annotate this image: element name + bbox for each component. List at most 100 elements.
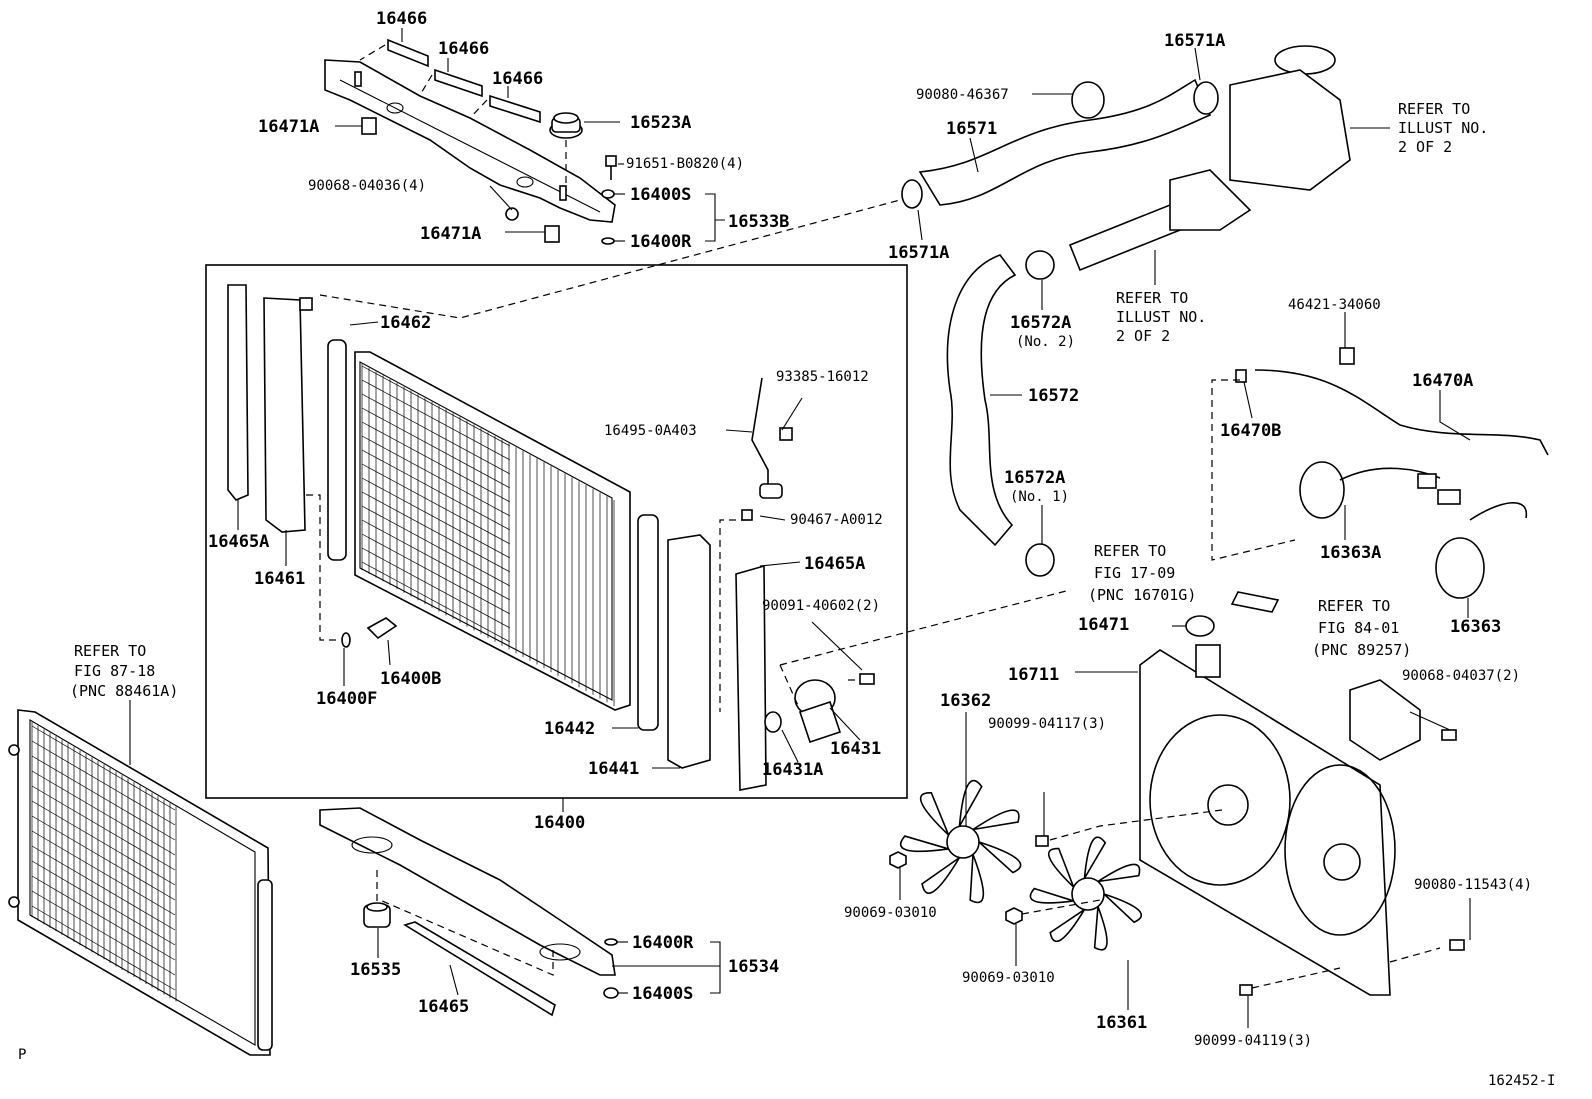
radiator-core (354, 351, 631, 711)
label-90068-04037: 90068-04037(2) (1402, 668, 1520, 684)
label-16470A: 16470A (1412, 371, 1473, 391)
label-16572A-no1: 16572A (1004, 468, 1065, 488)
label-16400R-bot: 16400R (632, 933, 694, 953)
clamp-16571A-left (901, 179, 923, 209)
ref-fig87-2: FIG 87-18 (74, 662, 155, 680)
label-16363A: 16363A (1320, 543, 1381, 563)
gasket-16462 (327, 339, 347, 561)
ref-fig17-2: FIG 17-09 (1094, 564, 1175, 582)
label-sticker (1230, 591, 1280, 613)
ref-fig87-1: REFER TO (74, 642, 146, 660)
label-90069-a: 90069-03010 (844, 905, 937, 921)
bolt-90068-04036 (505, 207, 519, 221)
ref-fig17-1: REFER TO (1094, 542, 1166, 560)
label-16462: 16462 (380, 313, 431, 333)
fan-16361 (1029, 836, 1143, 951)
label-46421: 46421-34060 (1288, 297, 1381, 313)
bracket-16495 (751, 377, 783, 499)
outlet-16431 (794, 679, 842, 744)
label-16572: 16572 (1028, 386, 1079, 406)
label-16534: 16534 (728, 957, 779, 977)
bolt-91651 (605, 155, 617, 180)
label-16572A-no2: 16572A (1010, 313, 1071, 333)
label-16466-3: 16466 (492, 69, 543, 89)
page-marker: P (18, 1047, 26, 1063)
clip-16471A-top (361, 117, 377, 135)
o-ring-16431A (764, 711, 782, 733)
label-16471A-mid: 16471A (420, 224, 481, 244)
label-16431A: 16431A (762, 760, 823, 780)
ref-illust-top-2: ILLUST NO. (1398, 119, 1488, 137)
drain-cock-16400B (366, 617, 398, 640)
radiator-tank-16461 (263, 297, 313, 533)
label-16400S-top: 16400S (630, 185, 691, 205)
label-93385: 93385-16012 (776, 369, 869, 385)
label-16465: 16465 (418, 997, 469, 1017)
clamp-16572A-no1 (1025, 543, 1055, 577)
label-90080-11543: 90080-11543(4) (1414, 877, 1532, 893)
ref-fig87-3: (PNC 88461A) (70, 682, 178, 700)
label-16471A-top: 16471A (258, 117, 319, 137)
bolt-90068-04037 (1441, 729, 1457, 741)
bolt-90099-04117 (1035, 835, 1049, 847)
label-16465A-left: 16465A (208, 532, 269, 552)
bolt-90099-04119 (1239, 984, 1253, 996)
label-16466-2: 16466 (438, 39, 489, 59)
label-16431: 16431 (830, 739, 881, 759)
washer-16400R-bot (604, 938, 618, 946)
pipe-2-of-2 (1068, 169, 1252, 272)
label-90091: 90091-40602(2) (762, 598, 880, 614)
label-16441: 16441 (588, 759, 639, 779)
lower-hose-16572 (946, 254, 1017, 547)
condenser (8, 709, 273, 1056)
ref-illust-top-3: 2 OF 2 (1398, 138, 1452, 156)
label-16533B: 16533B (728, 212, 789, 232)
upper-hose-16571 (918, 78, 1212, 206)
label-16711: 16711 (1008, 665, 1059, 685)
bolt-93385 (779, 427, 793, 441)
label-16461: 16461 (254, 569, 305, 589)
radiator-assembly-box (205, 264, 908, 799)
gasket-16442 (637, 514, 659, 731)
label-91651: 91651-B0820(4) (626, 156, 744, 172)
label-16523A: 16523A (630, 113, 691, 133)
fan-motor-16363 (1435, 489, 1528, 599)
ref-fig84-1: REFER TO (1318, 597, 1390, 615)
ref-fig84-3: (PNC 89257) (1312, 641, 1411, 659)
label-16442: 16442 (544, 719, 595, 739)
label-16572A-no2-sub: (No. 2) (1016, 334, 1075, 350)
label-16400: 16400 (534, 813, 585, 833)
clamp-90080-46367 (1071, 81, 1105, 119)
seal-16465A-left (227, 284, 249, 501)
diagram-id: 162452-I (1488, 1073, 1555, 1089)
upper-support-bracket (324, 59, 616, 223)
label-16535: 16535 (350, 960, 401, 980)
ref-fig84-2: FIG 84-01 (1318, 619, 1399, 637)
washer-16400S-top (601, 189, 615, 199)
clip-16471A-mid (544, 225, 560, 243)
label-16363: 16363 (1450, 617, 1501, 637)
fan-shroud-16711 (1139, 644, 1396, 996)
cushion-16523A (549, 112, 583, 139)
label-16495: 16495-0A403 (604, 423, 697, 439)
label-16571A-left: 16571A (888, 243, 949, 263)
bolt-90080-11543 (1449, 939, 1465, 951)
pad-16466-2 (434, 68, 483, 98)
label-16470B: 16470B (1220, 421, 1281, 441)
label-16571: 16571 (946, 119, 997, 139)
clip-16470B (1235, 369, 1247, 383)
label-90080-46367: 90080-46367 (916, 87, 1009, 103)
filler-neck (1229, 45, 1351, 191)
label-90069-b: 90069-03010 (962, 970, 1055, 986)
fan-16362 (899, 779, 1022, 904)
pad-16466-1 (387, 38, 429, 68)
o-ring-16400F (341, 632, 351, 648)
clip-46421 (1339, 347, 1355, 365)
seal-16465A-right (735, 564, 767, 791)
washer-16400S-bot (603, 987, 619, 999)
label-16466-1: 16466 (376, 9, 427, 29)
seal-16465 (403, 921, 556, 1017)
label-16400R-top: 16400R (630, 232, 692, 252)
part-labels: 16466 16466 16466 16471A 16523A 91651-B0… (18, 9, 1555, 1089)
clamp-16572A-no2 (1025, 250, 1055, 280)
